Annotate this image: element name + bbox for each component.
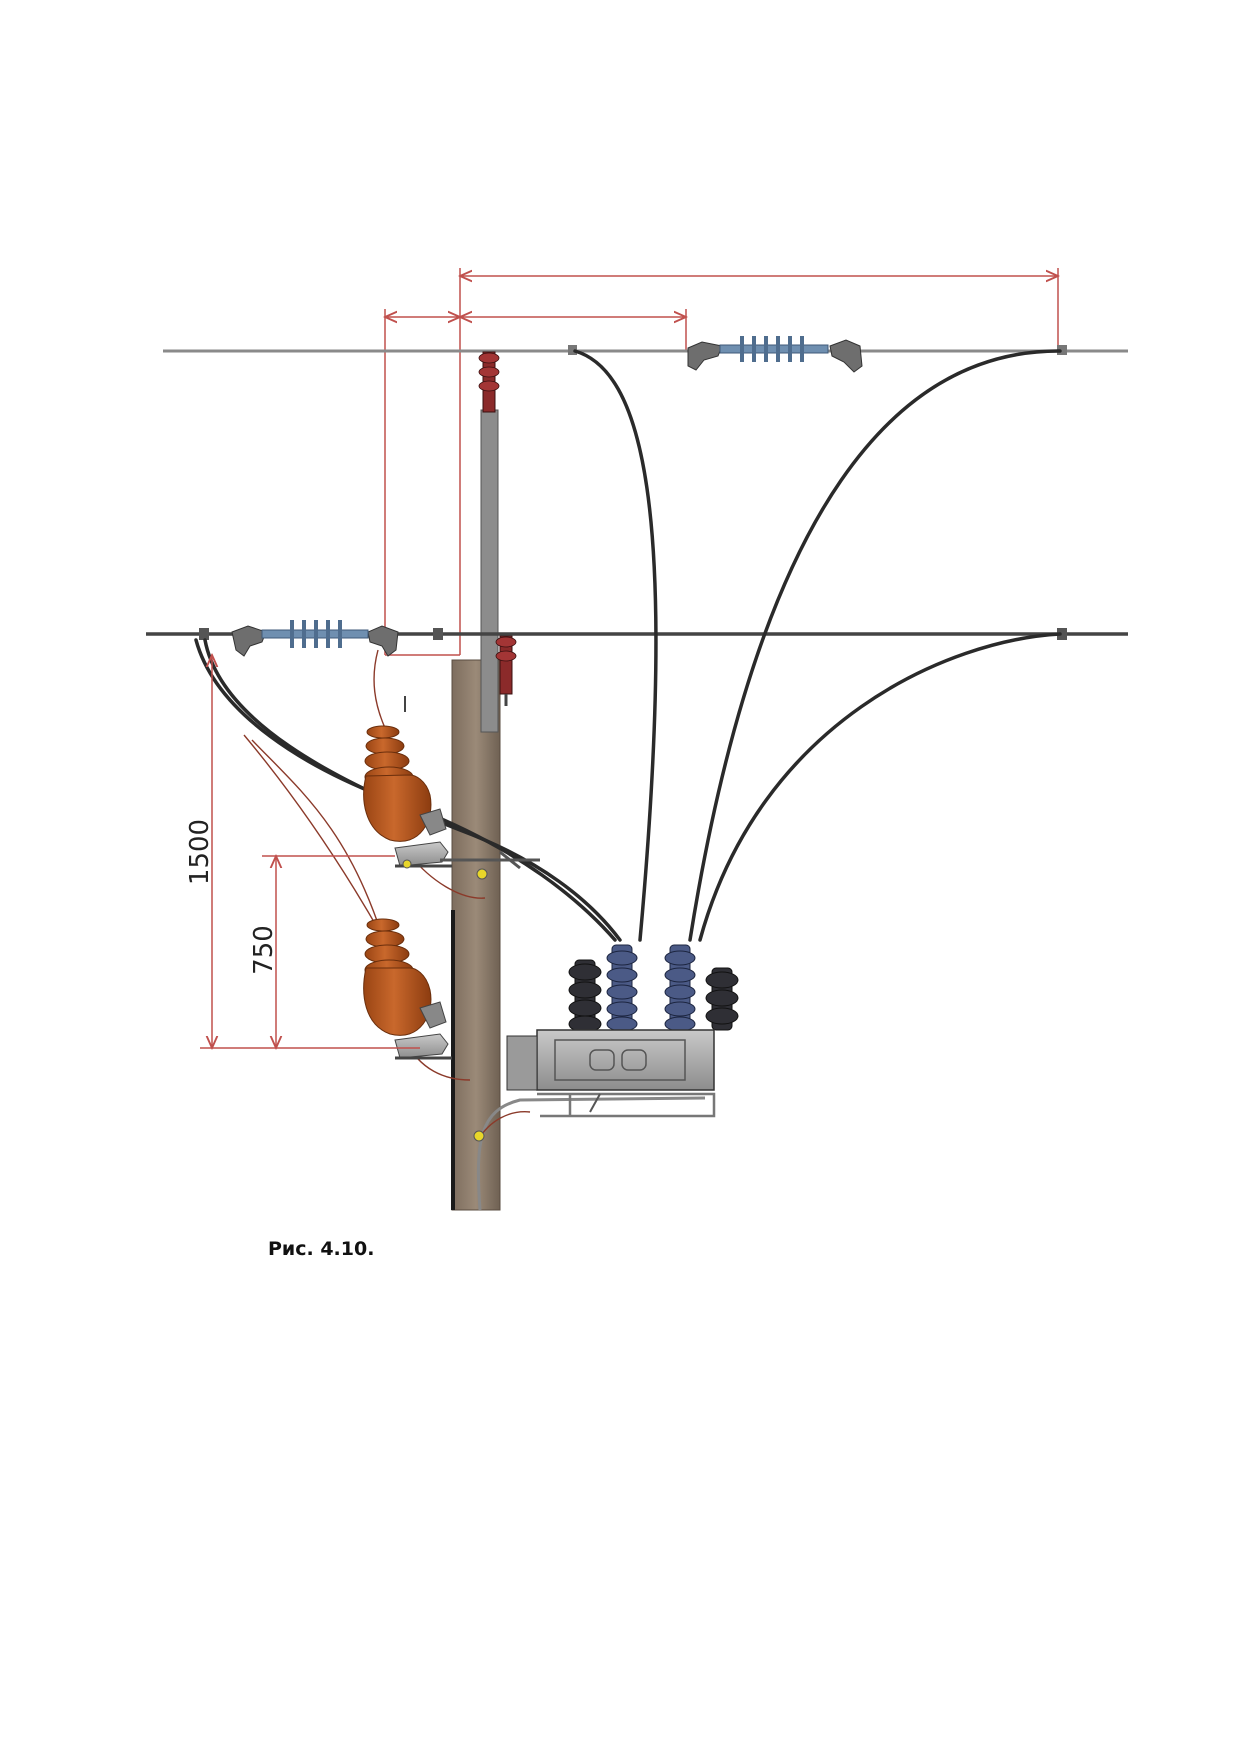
recloser-tank	[536, 1029, 715, 1091]
upper-strain-insulator	[687, 336, 863, 373]
ground-markers	[402, 696, 488, 1142]
figure-caption: Рис. 4.10.	[268, 1238, 375, 1260]
mounting-bracket	[440, 850, 540, 870]
top-dimensions	[385, 268, 1058, 656]
recloser-unit	[506, 944, 739, 1118]
cable-2	[688, 349, 1062, 942]
recloser-bushings	[568, 944, 739, 1033]
cable-1	[573, 349, 658, 942]
dimension-label-750: 750	[249, 925, 279, 975]
pole-extension	[480, 409, 499, 733]
pole	[451, 409, 706, 1211]
voltage-transformer-lower	[363, 918, 452, 1060]
cable-3	[698, 632, 1062, 942]
voltage-transformer-upper	[363, 725, 452, 868]
dimension-label-1500: 1500	[185, 819, 215, 885]
connection-cables	[194, 349, 1062, 942]
lower-strain-insulator	[231, 620, 399, 657]
top-surge-arrester	[478, 351, 500, 413]
vertical-dimensions	[200, 655, 420, 1048]
upper-overhead-line	[163, 345, 1128, 355]
lower-surge-arrester	[495, 635, 517, 706]
